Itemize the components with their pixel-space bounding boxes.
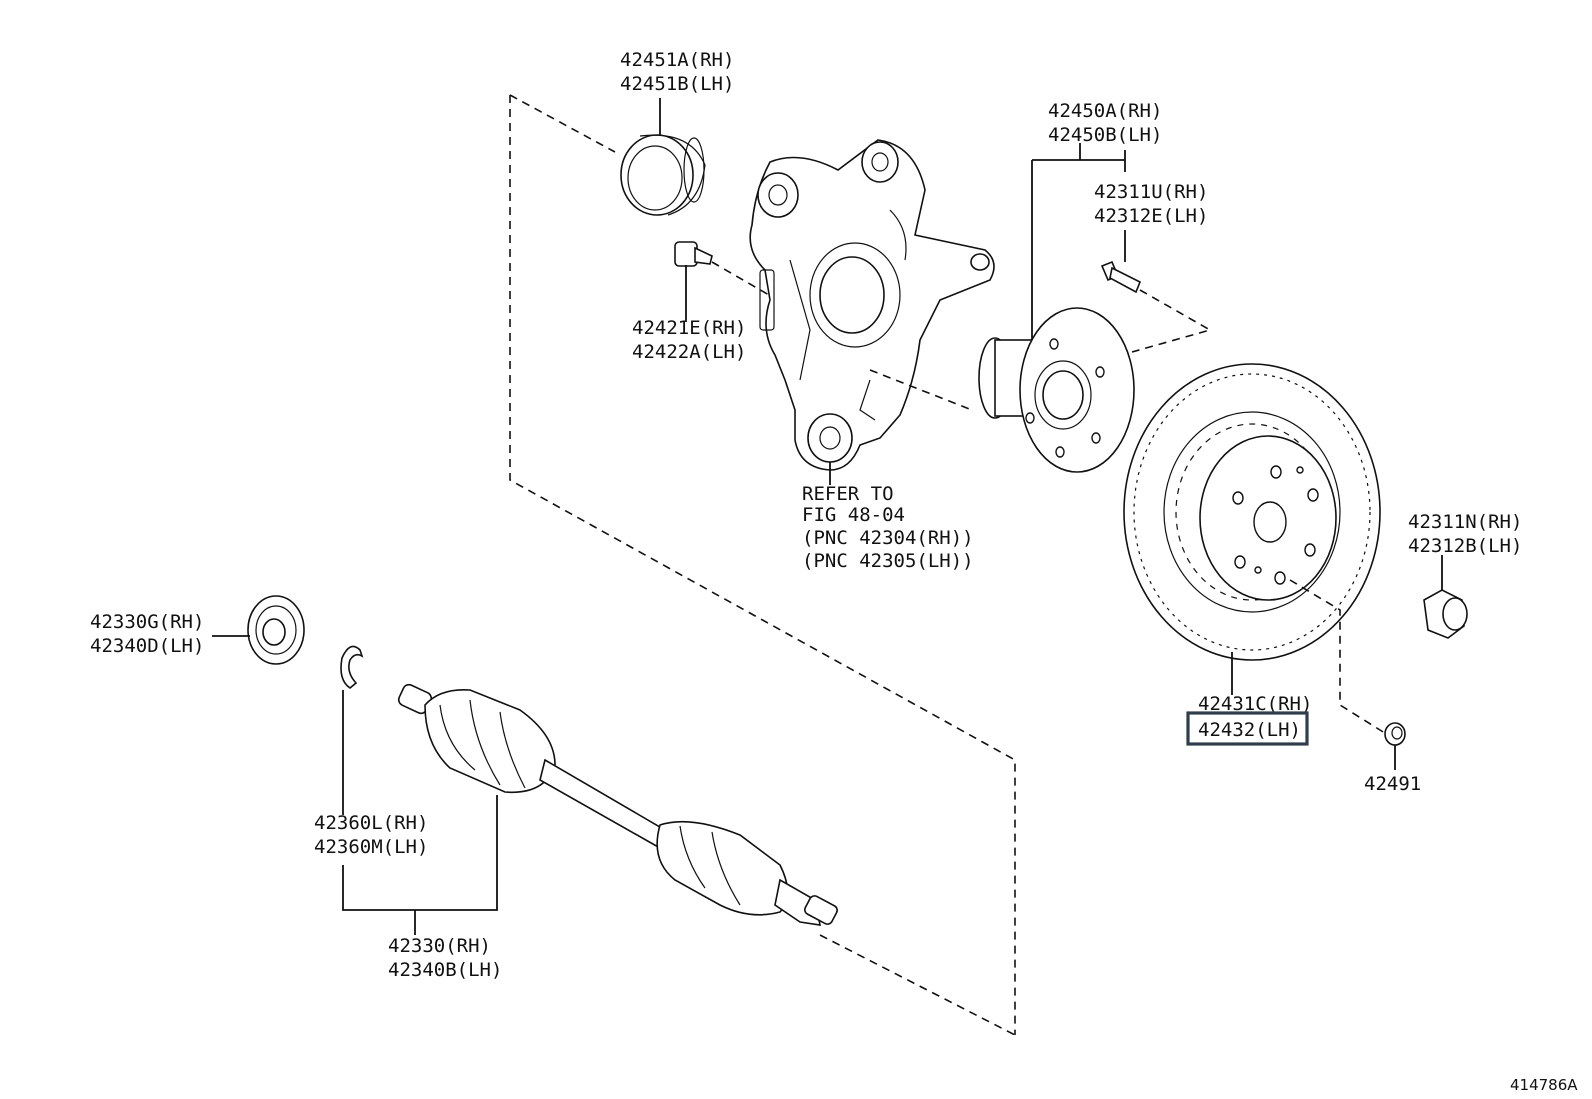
axle-seal-part — [247, 595, 305, 665]
callout-hub-bearing: 42450A(RH) 42450B(LH) — [1048, 100, 1162, 146]
svg-text:42340B(LH): 42340B(LH) — [388, 959, 502, 981]
callout-disc-screw: 42491 — [1364, 773, 1421, 795]
svg-text:42421E(RH): 42421E(RH) — [632, 317, 746, 339]
callout-knuckle-refer: REFER TO FIG 48-04 (PNC 42304(RH)) (PNC … — [802, 483, 974, 572]
svg-text:42491: 42491 — [1364, 773, 1421, 795]
svg-text:REFER TO: REFER TO — [802, 483, 894, 505]
hub-bearing-part — [978, 307, 1135, 473]
snap-ring-bracket — [342, 795, 498, 911]
svg-text:42451B(LH): 42451B(LH) — [620, 73, 734, 95]
svg-text:42360L(RH): 42360L(RH) — [314, 812, 428, 834]
callout-drive-shaft: 42330(RH) 42340B(LH) — [388, 935, 502, 981]
callout-snap-ring: 42360L(RH) 42360M(LH) — [314, 812, 428, 858]
svg-text:(PNC 42304(RH)): (PNC 42304(RH)) — [802, 527, 974, 549]
callout-disc-rotor: 42431C(RH) 42432(LH) — [1186, 693, 1312, 746]
dust-deflector-part — [620, 134, 706, 216]
steering-knuckle-part — [749, 139, 995, 471]
callout-axle-seal: 42330G(RH) 42340D(LH) — [90, 611, 204, 657]
svg-text:42431C(RH): 42431C(RH) — [1198, 693, 1312, 715]
knuckle-bolt-part — [674, 241, 713, 267]
svg-text:42311N(RH): 42311N(RH) — [1408, 511, 1522, 533]
svg-text:42330(RH): 42330(RH) — [388, 935, 491, 957]
drive-shaft-part — [397, 683, 838, 926]
hub-bolt-part — [1100, 260, 1142, 294]
svg-text:FIG 48-04: FIG 48-04 — [802, 504, 905, 526]
svg-text:42432(LH): 42432(LH) — [1198, 719, 1301, 741]
svg-text:42312E(LH): 42312E(LH) — [1094, 205, 1208, 227]
svg-text:42450A(RH): 42450A(RH) — [1048, 100, 1162, 122]
svg-text:42311U(RH): 42311U(RH) — [1094, 181, 1208, 203]
svg-text:(PNC 42305(LH)): (PNC 42305(LH)) — [802, 550, 974, 572]
svg-text:42312B(LH): 42312B(LH) — [1408, 535, 1522, 557]
callout-hub-bolt: 42311U(RH) 42312E(LH) — [1094, 181, 1208, 227]
highlight-box — [1186, 711, 1309, 746]
svg-text:42330G(RH): 42330G(RH) — [90, 611, 204, 633]
boundary-link-bottom — [819, 934, 1016, 1036]
svg-text:42340D(LH): 42340D(LH) — [90, 635, 204, 657]
callout-hub-nut: 42311N(RH) 42312B(LH) — [1408, 511, 1522, 557]
disc-screw-dash — [1289, 579, 1389, 736]
snap-ring-part — [340, 645, 364, 689]
boundary-link-top — [509, 94, 616, 153]
diagram-id: 414786A — [1510, 1076, 1578, 1094]
svg-text:42450B(LH): 42450B(LH) — [1048, 124, 1162, 146]
knuckle-axis-dash — [869, 369, 973, 411]
disc-rotor-part — [1123, 363, 1381, 661]
svg-text:42451A(RH): 42451A(RH) — [620, 49, 734, 71]
svg-text:42422A(LH): 42422A(LH) — [632, 341, 746, 363]
svg-text:42360M(LH): 42360M(LH) — [314, 836, 428, 858]
hub-bolt-dash — [1131, 289, 1213, 353]
knuckle-bolt-dash — [711, 261, 796, 311]
disc-screw-part — [1384, 722, 1406, 746]
callout-dust-deflector: 42451A(RH) 42451B(LH) — [620, 49, 734, 95]
assembly-boundary — [509, 95, 1016, 1035]
hub-nut-part — [1423, 589, 1468, 639]
callout-knuckle-bolt: 42421E(RH) 42422A(LH) — [632, 317, 746, 363]
